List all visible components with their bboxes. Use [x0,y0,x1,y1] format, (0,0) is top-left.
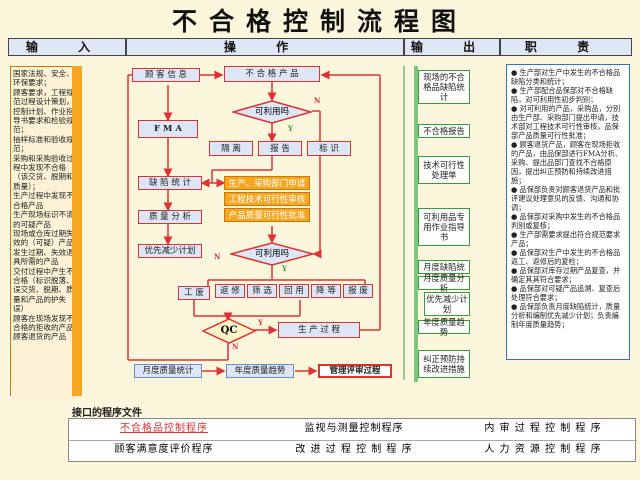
priority-plan-box: 优先减少计划 [138,244,202,258]
rescrap-box: 报 废 [343,284,373,298]
downgrade-box: 降 等 [311,284,341,298]
eng-review-box: 工程技术可行性审核 [224,192,310,206]
output-monthly-analysis: 月度质量分析 [418,273,470,293]
input-arrow-bar [72,66,82,396]
defect-stat-box: 缺 陷 统 计 [138,176,202,190]
header-output: 输 出 [404,38,500,56]
interface-heading: 接口的程序文件 [72,408,142,419]
output-annual-trend: 年度质量趋势 [418,317,470,337]
production-process-box: 生 产 过 程 [278,322,360,338]
yes-label-qc: Y [258,318,263,327]
nonconforming-product-box: 不 合 格 产 品 [224,66,320,82]
output-monthly-defect: 月度缺陷统 [418,260,470,274]
doc-monitoring[interactable]: 监视与测量控制程序 [304,423,404,434]
input-text-list: 国家法规、安全、环保要求；顾客要求，工程规范过程设计策划，控制计划、作业指导书要… [11,67,77,401]
isolate-box: 隔 离 [209,141,253,156]
doc-nonconforming[interactable]: 不合格品控制程序 [120,423,208,434]
customer-info-box: 顾 客 信 息 [132,68,200,82]
scrap-box: 工 废 [178,286,210,300]
output-nc-report: 不合格报告 [418,124,470,138]
output-defect-stat: 现场的不合格品缺陷统计 [418,70,470,104]
page-title: 不合格控制流程图 [171,7,468,36]
doc-improvement[interactable]: 改 进 过 程 控 制 程 序 [295,444,413,455]
qc-decision [202,318,256,344]
mark-box: 标 识 [307,141,351,156]
no-label-1: N [314,96,321,105]
yes-label-2: Y [282,264,287,273]
output-tech-sheet: 技术可行性处理单 [418,156,470,184]
usable-decision-1 [232,100,312,124]
usable-decision-2-label: 可利用吗 [254,249,289,259]
return-box: 回 用 [279,284,309,298]
doc-hr[interactable]: 人 力 资 源 控 制 程 序 [484,444,602,455]
input-panel: 国家法规、安全、环保要求；顾客要求，工程规范过程设计策划，控制计划、作业指导书要… [10,66,77,401]
doc-internal-audit[interactable]: 内 审 过 程 控 制 程 序 [484,423,602,434]
sort-box: 筛 选 [247,284,277,298]
usable-decision-2 [230,242,314,266]
rework-box: 返 修 [215,284,245,298]
no-label-2: N [214,252,221,261]
header-operate: 操 作 [126,38,404,56]
output-priority-plan: 优先减少计划 [424,292,470,316]
output-bar [414,66,418,382]
qa-approve-box: 产品质量可行性批准 [224,208,310,222]
no-label-qc: N [232,342,239,351]
header-input: 输 入 [8,38,126,56]
prod-dept-apply-box: 生产、采购部门申请 [224,176,310,190]
duties-panel: ● 生产部对生产中发生的不合格品缺陷分类和统计；● 生产部配合品保部对不合格缺陷… [506,64,630,360]
qc-label: QC [220,325,238,336]
header-duty: 职 责 [500,38,632,56]
report-box: 报 告 [258,141,302,156]
mgmt-review-box: 管理评审过程 [318,364,392,378]
interface-table: 不合格品控制程序 监视与测量控制程序 内 审 过 程 控 制 程 序 顾客满意度… [68,418,637,462]
usable-decision-1-label: 可利用吗 [254,107,289,117]
yes-label-1: Y [288,124,293,133]
fma-box: F M A [138,120,198,138]
doc-customer-satisfaction[interactable]: 顾客满意度评价程序 [114,444,214,455]
monthly-stat-box: 月度质量统计 [134,364,202,378]
output-work-instruction: 可利用品专用作业指导书 [418,208,470,246]
annual-trend-box: 年度质量趋势 [226,364,294,378]
quality-analysis-box: 质 量 分 析 [138,210,202,224]
output-corrective-actions: 纠正预防持续改进措施 [418,350,470,378]
